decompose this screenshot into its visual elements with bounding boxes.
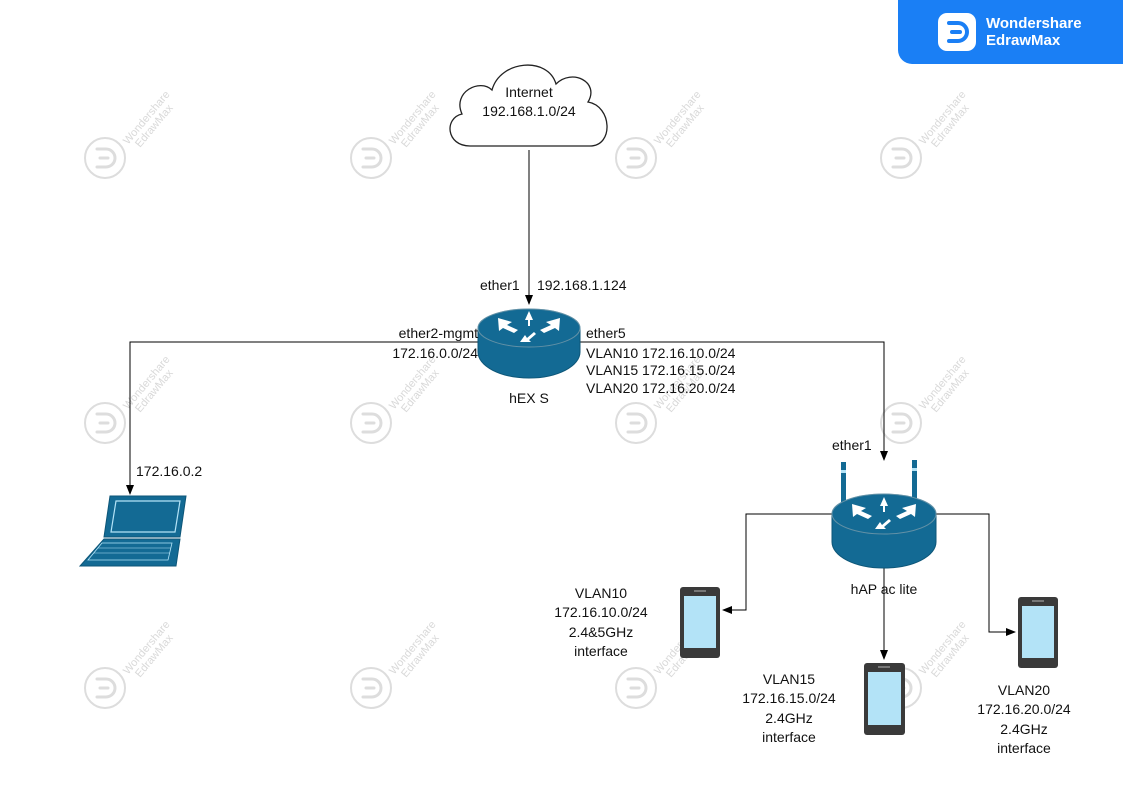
hap-ac-lite-router[interactable]: hAP ac lite bbox=[831, 460, 937, 597]
watermark-tile: Wondershare EdrawMax bbox=[349, 354, 442, 445]
hex-ether2-subnet: 172.16.0.0/24 bbox=[392, 345, 478, 361]
vlan-band: 2.4&5GHz bbox=[569, 624, 634, 640]
vlan-interface: interface bbox=[997, 740, 1051, 756]
watermark-tile: Wondershare EdrawMax bbox=[879, 89, 972, 180]
brand-name-line1: Wondershare bbox=[986, 15, 1082, 32]
laptop-ip-label: 172.16.0.2 bbox=[136, 463, 202, 479]
vlan-name: VLAN20 bbox=[998, 682, 1050, 698]
link-hap-phone-vlan20[interactable] bbox=[936, 513, 1016, 636]
edrawmax-logo-icon bbox=[938, 13, 976, 51]
phone-vlan10[interactable] bbox=[680, 587, 720, 658]
edrawmax-watermark-icon bbox=[614, 136, 658, 180]
router-icon bbox=[477, 308, 581, 379]
hex-vlan-line: VLAN10 172.16.10.0/24 bbox=[586, 345, 736, 361]
phone-vlan15[interactable] bbox=[864, 663, 905, 735]
edrawmax-watermark-icon bbox=[879, 136, 923, 180]
vlan-subnet: 172.16.20.0/24 bbox=[977, 701, 1071, 717]
hex-s-label: hEX S bbox=[509, 390, 549, 406]
hex-s-router[interactable]: hEX S bbox=[477, 308, 581, 406]
hex-vlan-line: VLAN15 172.16.15.0/24 bbox=[586, 362, 736, 378]
watermark-tile: Wondershare EdrawMax bbox=[83, 354, 176, 445]
watermark-tile: Wondershare EdrawMax bbox=[83, 619, 176, 710]
phone-vlan10-label: VLAN10 172.16.10.0/24 2.4&5GHz interface bbox=[554, 585, 648, 659]
laptop-icon bbox=[78, 495, 187, 567]
wireless-router-icon bbox=[831, 460, 937, 569]
connectors bbox=[126, 150, 1016, 660]
edrawmax-watermark-icon bbox=[614, 401, 658, 445]
edrawmax-watermark-icon bbox=[83, 401, 127, 445]
watermark-tile: Wondershare EdrawMax bbox=[349, 89, 442, 180]
smartphone-icon bbox=[1018, 597, 1058, 668]
vlan-name: VLAN15 bbox=[763, 671, 815, 687]
laptop[interactable] bbox=[78, 495, 187, 567]
brand-name: Wondershare EdrawMax bbox=[986, 15, 1082, 49]
vlan-band: 2.4GHz bbox=[1000, 721, 1047, 737]
brand-badge[interactable]: Wondershare EdrawMax bbox=[898, 0, 1123, 64]
hap-label: hAP ac lite bbox=[851, 581, 918, 597]
smartphone-icon bbox=[680, 587, 720, 658]
edrawmax-watermark-icon bbox=[349, 666, 393, 710]
watermark-tile: Wondershare EdrawMax bbox=[83, 89, 176, 180]
smartphone-icon bbox=[864, 663, 905, 735]
phone-vlan20[interactable] bbox=[1018, 597, 1058, 668]
cloud-icon bbox=[449, 64, 608, 147]
edrawmax-watermark-icon bbox=[349, 136, 393, 180]
link-hex-laptop[interactable] bbox=[126, 341, 478, 495]
internet-cloud[interactable]: Internet 192.168.1.0/24 bbox=[449, 64, 608, 147]
watermark-tile: Wondershare EdrawMax bbox=[614, 89, 707, 180]
hex-ether2-label: ether2-mgmt bbox=[399, 325, 478, 341]
hex-vlan-line: VLAN20 172.16.20.0/24 bbox=[586, 380, 736, 396]
vlan-name: VLAN10 bbox=[575, 585, 627, 601]
edrawmax-watermark-icon bbox=[614, 666, 658, 710]
phone-vlan15-label: VLAN15 172.16.15.0/24 2.4GHz interface bbox=[742, 671, 836, 745]
brand-name-line2: EdrawMax bbox=[986, 32, 1061, 49]
phone-vlan20-label: VLAN20 172.16.20.0/24 2.4GHz interface bbox=[977, 682, 1071, 756]
hex-ether5-label: ether5 bbox=[586, 325, 626, 341]
edrawmax-watermark-icon bbox=[349, 401, 393, 445]
vlan-subnet: 172.16.15.0/24 bbox=[742, 690, 836, 706]
edrawmax-watermark-icon bbox=[879, 401, 923, 445]
vlan-subnet: 172.16.10.0/24 bbox=[554, 604, 648, 620]
watermark-tile: Wondershare EdrawMax bbox=[349, 619, 442, 710]
vlan-band: 2.4GHz bbox=[765, 710, 812, 726]
vlan-interface: interface bbox=[574, 643, 628, 659]
internet-subnet: 192.168.1.0/24 bbox=[482, 103, 576, 119]
hex-ether1-label: ether1 bbox=[480, 277, 520, 293]
link-hex-hap[interactable] bbox=[580, 341, 888, 461]
watermark-tile: Wondershare EdrawMax bbox=[879, 354, 972, 445]
link-hap-phone-vlan10[interactable] bbox=[722, 513, 832, 614]
vlan-interface: interface bbox=[762, 729, 816, 745]
edrawmax-watermark-icon bbox=[83, 666, 127, 710]
internet-title: Internet bbox=[505, 84, 553, 100]
hap-ether1-label: ether1 bbox=[832, 437, 872, 453]
edrawmax-watermark-icon bbox=[83, 136, 127, 180]
hex-wan-ip-label: 192.168.1.124 bbox=[537, 277, 627, 293]
